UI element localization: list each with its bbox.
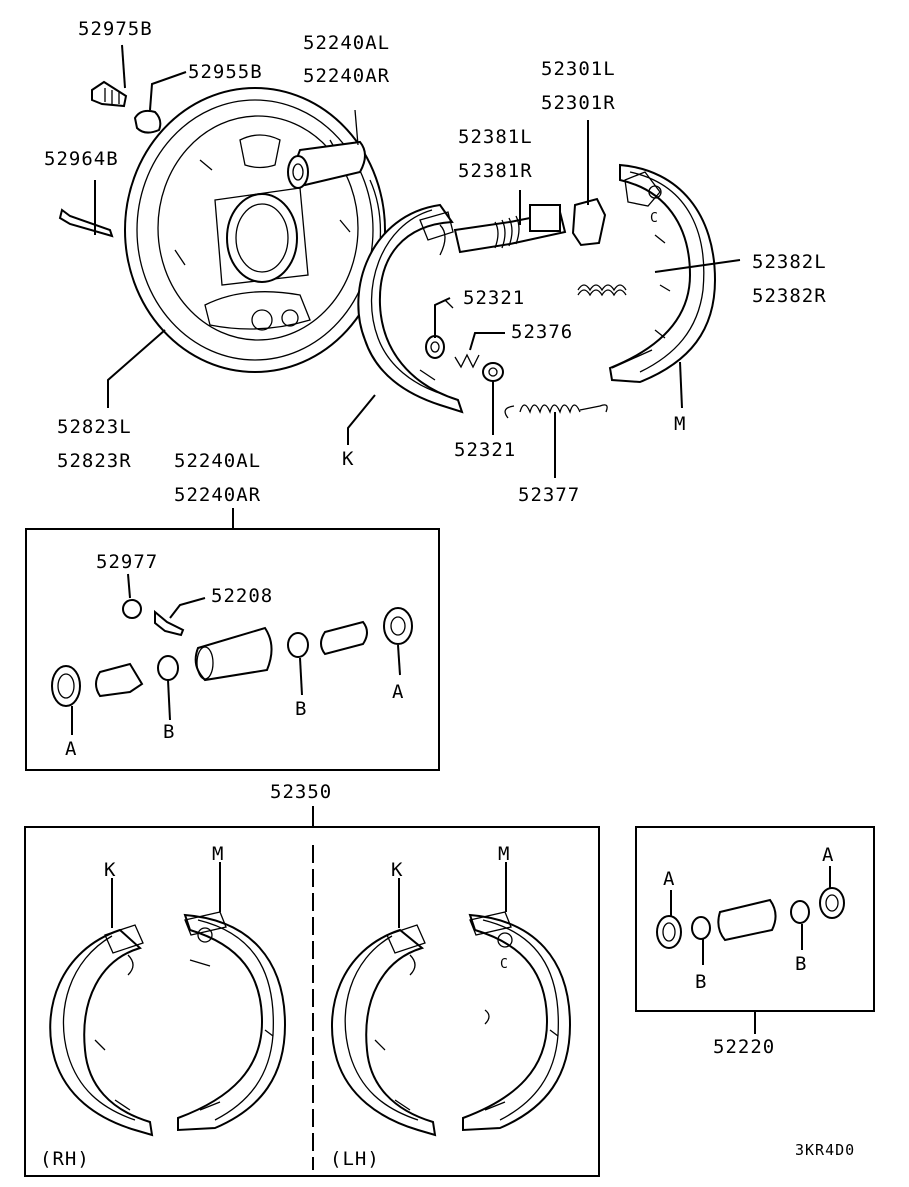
part-label-b-box1-left: B xyxy=(163,721,176,743)
leader-lines-top xyxy=(94,44,741,478)
part-label-a-box1-left: A xyxy=(65,738,78,760)
part-label-52240al-mid: 52240AL xyxy=(174,450,262,472)
part-label-52301r: 52301R xyxy=(541,92,616,114)
part-label-b-box3-right: B xyxy=(795,953,808,975)
part-label-52208: 52208 xyxy=(211,585,274,607)
part-label-52381r: 52381R xyxy=(458,160,533,182)
part-label-52240ar-mid: 52240AR xyxy=(174,484,262,506)
part-label-m-lh: M xyxy=(498,843,511,865)
part-label-52955b: 52955B xyxy=(188,61,263,83)
part-label-a-box3-left: A xyxy=(663,868,676,890)
box1-leader-lines xyxy=(71,573,401,735)
part-label-a-box3-right: A xyxy=(822,844,835,866)
backing-plate xyxy=(124,87,386,373)
bleeder-screw xyxy=(91,80,128,108)
part-label-52823l: 52823L xyxy=(57,416,132,438)
rh-shoe-k xyxy=(49,878,154,1137)
retainer-52321-upper xyxy=(425,335,445,359)
rh-shoe-m xyxy=(177,862,287,1132)
spring-52382 xyxy=(577,284,627,297)
part-label-52964b: 52964B xyxy=(44,148,119,170)
part-label-52382l: 52382L xyxy=(752,251,827,273)
side-label-rh: (RH) xyxy=(40,1148,90,1170)
part-label-52220: 52220 xyxy=(713,1036,776,1058)
retainer-52321-lower xyxy=(482,362,504,382)
part-label-52376: 52376 xyxy=(511,321,574,343)
part-label-m-rh: M xyxy=(212,843,225,865)
box3-parts xyxy=(656,887,845,949)
part-label-52977: 52977 xyxy=(96,551,159,573)
part-label-52382r: 52382R xyxy=(752,285,827,307)
part-label-k-lh: K xyxy=(391,859,404,881)
part-label-52301l: 52301L xyxy=(541,58,616,80)
part-label-k-top: K xyxy=(342,448,355,470)
part-label-52321-b: 52321 xyxy=(454,439,517,461)
part-label-a-box1-right: A xyxy=(392,681,405,703)
return-spring-52377 xyxy=(504,404,608,419)
shoe-kit-box xyxy=(24,826,600,1177)
spring-52376 xyxy=(454,353,480,369)
part-label-k-rh: K xyxy=(104,859,117,881)
brake-shoe-k xyxy=(357,203,464,414)
wheel-cylinder-on-plate xyxy=(287,109,366,189)
svg-text:C: C xyxy=(500,957,508,972)
diagram-code: 3KR4D0 xyxy=(795,1141,856,1159)
side-label-lh: (LH) xyxy=(330,1148,380,1170)
part-label-52350: 52350 xyxy=(270,781,333,803)
part-label-52823r: 52823R xyxy=(57,450,132,472)
brake-shoe-m: C xyxy=(608,163,717,384)
box3-leader-lines xyxy=(670,866,831,965)
part-label-52381l: 52381L xyxy=(458,126,533,148)
part-label-52377: 52377 xyxy=(518,484,581,506)
box1-parts xyxy=(51,599,413,707)
part-label-m-top: M xyxy=(674,413,687,435)
lh-shoe-m: C xyxy=(462,862,572,1132)
adjuster-strut xyxy=(453,197,607,254)
part-label-b-box1-mid: B xyxy=(295,698,308,720)
part-label-52240al-top: 52240AL xyxy=(303,32,391,54)
lh-shoe-k xyxy=(330,878,437,1137)
bolt xyxy=(58,208,114,238)
part-label-52975b: 52975B xyxy=(78,18,153,40)
part-label-b-box3-left: B xyxy=(695,971,708,993)
bleeder-cap xyxy=(133,109,162,134)
part-label-52321-a: 52321 xyxy=(463,287,526,309)
part-label-52240ar-top: 52240AR xyxy=(303,65,391,87)
svg-text:C: C xyxy=(650,211,658,226)
